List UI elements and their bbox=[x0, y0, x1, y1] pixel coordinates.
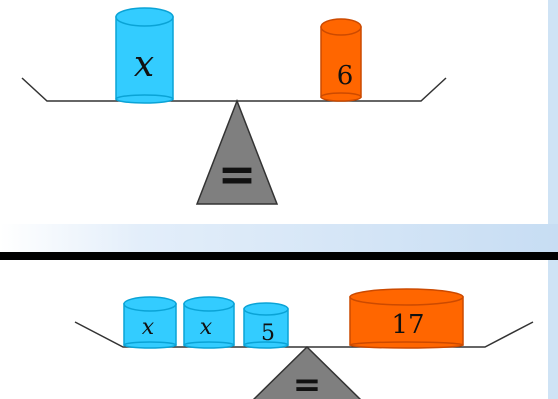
bottom-left-cylinder-5: 5 bbox=[243, 302, 289, 349]
bottom-right-label: 17 bbox=[391, 310, 424, 340]
top-scale-beam bbox=[21, 77, 447, 102]
top-right-label: 6 bbox=[337, 61, 354, 91]
separator-band bbox=[0, 224, 558, 252]
bottom-right-cylinder-17: 17 bbox=[349, 288, 464, 349]
bottom-equals-symbol: = bbox=[293, 365, 322, 399]
top-equals-symbol: = bbox=[218, 147, 257, 201]
right-edge-strip bbox=[548, 0, 558, 399]
top-right-cylinder-6: 6 bbox=[320, 18, 362, 102]
bottom-left-label-1: x bbox=[142, 315, 155, 340]
top-balance-scale: = x 6 bbox=[21, 7, 447, 205]
top-left-label: x bbox=[134, 44, 154, 85]
top-fulcrum bbox=[195, 98, 279, 205]
separator-line bbox=[0, 252, 558, 260]
bottom-left-label-2: x bbox=[200, 315, 213, 340]
bottom-balance-scale: = x x 5 bbox=[74, 288, 534, 399]
bottom-scale-beam bbox=[74, 321, 534, 348]
bottom-left-cylinder-x-1: x bbox=[123, 296, 177, 349]
top-left-cylinder-x: x bbox=[115, 7, 174, 104]
bottom-left-cylinder-x-2: x bbox=[183, 296, 235, 349]
bottom-fulcrum bbox=[252, 345, 362, 399]
bottom-left-label-3: 5 bbox=[261, 321, 275, 346]
